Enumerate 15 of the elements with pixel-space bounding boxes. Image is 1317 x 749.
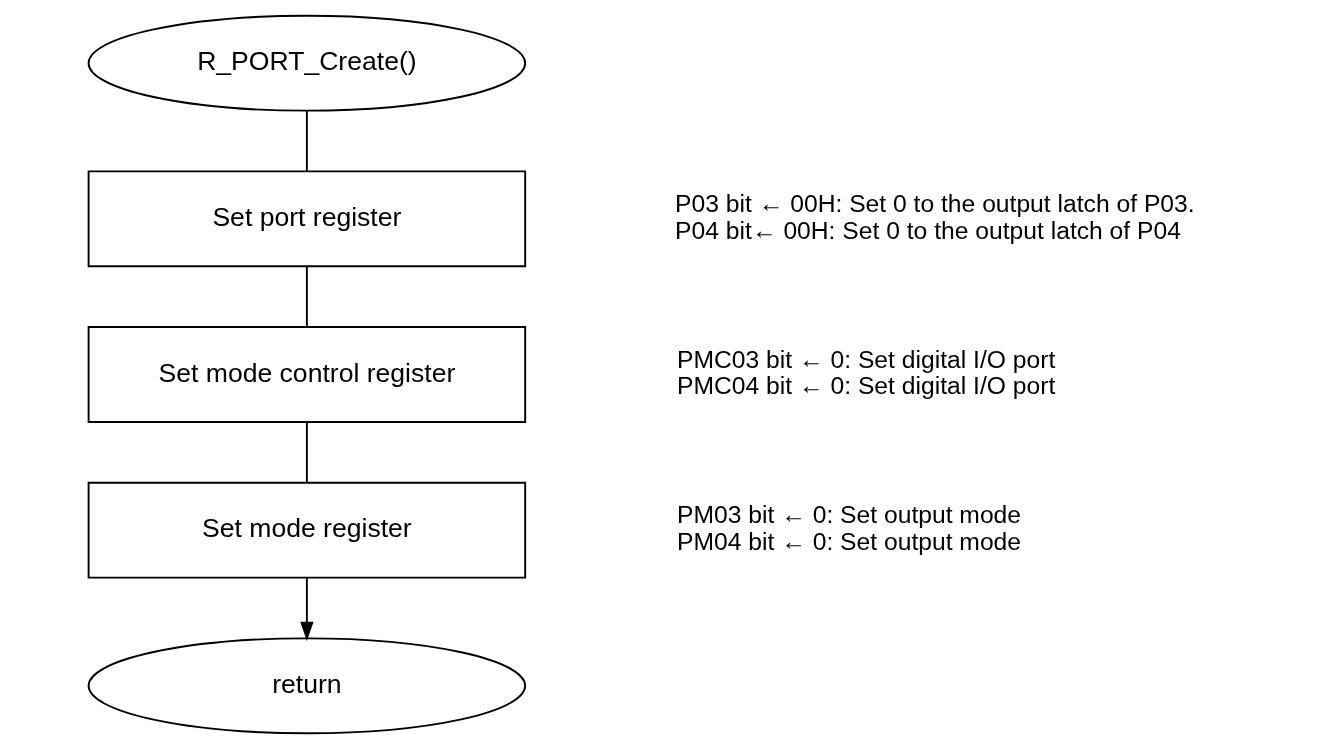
- connector: [305, 421, 308, 484]
- node-box: Set mode control register: [87, 326, 526, 423]
- node-label: PMC03 bit ← 0: Set digital I/O port: [676, 345, 1055, 373]
- node-label: P04 bit← 00H: Set 0 to the output latch of P04: [674, 216, 1181, 244]
- node-box: Set mode register: [87, 481, 526, 579]
- connector: [305, 109, 308, 172]
- node-ellipse: R_PORT_Create(): [87, 14, 526, 112]
- node-label: P03 bit ← 00H: Set 0 to the output latch of P03.: [674, 190, 1195, 218]
- node-box: Set port register: [87, 170, 526, 268]
- node-ellipse: return: [87, 637, 526, 735]
- connector: [305, 265, 308, 328]
- node-label: PM03 bit ← 0: Set output mode: [676, 501, 1021, 529]
- arrow: [299, 576, 314, 641]
- node-label: PMC04 bit ← 0: Set digital I/O port: [676, 372, 1055, 400]
- node-label: PM04 bit ← 0: Set output mode: [676, 527, 1021, 555]
